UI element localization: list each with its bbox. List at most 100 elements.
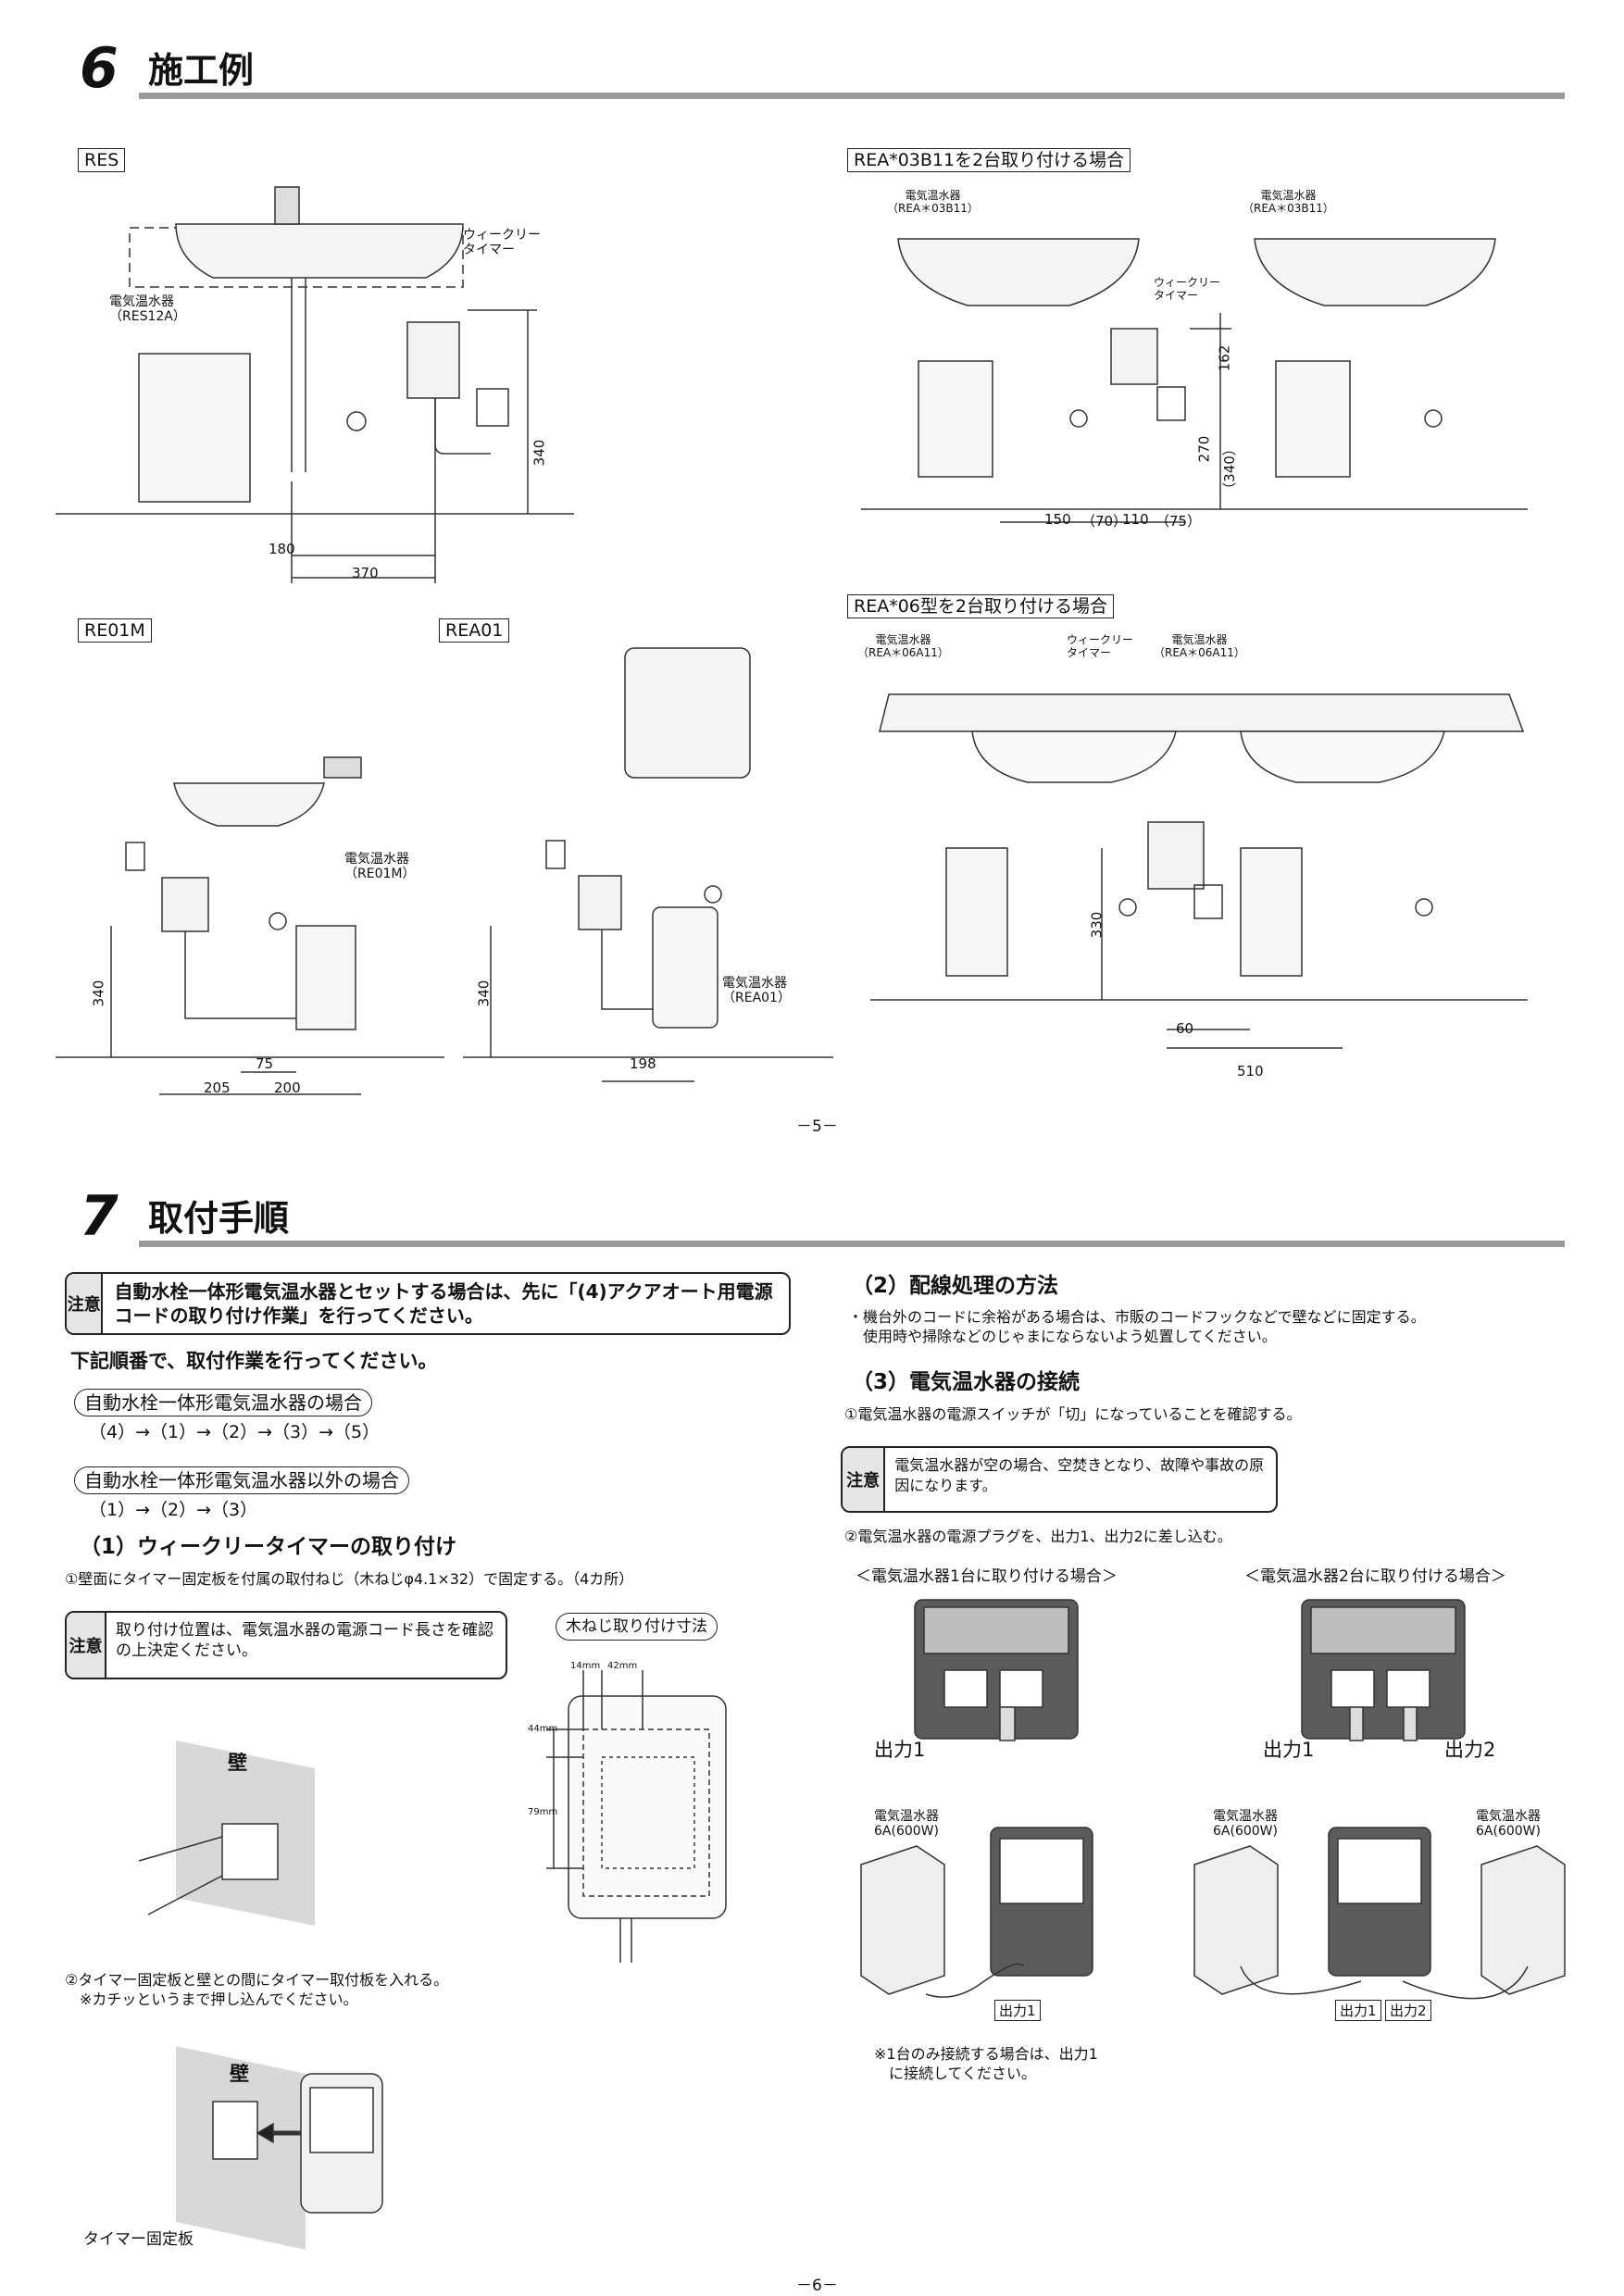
rea01-dim-340: 340 [475,980,493,1007]
re01m-heater-label: 電気温水器 （RE01M） [344,852,416,881]
rea06-outlet-left [1118,898,1137,917]
section-6-bar [139,93,1565,99]
rea06-dim-330: 330 [1088,911,1106,939]
rea03-heater-right [1275,360,1351,478]
caution-note-3-text: 電気温水器が空の場合、空焚きとなり、故障や事故の原因になります。 [894,1456,1265,1494]
page-number-6: －6－ [796,2277,838,2295]
res-timer [406,321,460,399]
rea01-timer [578,875,622,930]
res-outlet [346,411,367,431]
rea03-label: REA*03B11を2台取り付ける場合 [847,148,1131,172]
connection-two-illustration [1193,1827,1566,2000]
rea03-dim-162: 162 [1216,344,1233,372]
screw-dim-14: 14mm [570,1661,601,1671]
case2-pill: 自動水栓一体形電気温水器以外の場合 [74,1466,409,1494]
caution-tag-2: 注意 [67,1613,107,1678]
step2-text: ・機台外のコードに余裕がある場合は、市販のコードフックなどで壁などに固定する。 … [848,1308,1426,1345]
wall-label-2: 壁 [230,2063,249,2085]
order-intro: 下記順番で、取付作業を行ってください。 [70,1350,438,1372]
res-faucet [274,186,300,225]
res-diagram [56,186,574,583]
rea03-basin-right [1254,238,1496,306]
caution-note-2-text: 取り付け位置は、電気温水器の電源コード長さを確認の上決定ください。 [116,1621,494,1660]
rea06-socket [1193,884,1223,919]
res-socket [476,388,509,427]
heater6a-label-2: 電気温水器 6A(600W) [1213,1809,1278,1839]
res-basin [175,223,464,279]
rea06-counter [879,693,1525,732]
screw-dim-title: 木ねじ取り付け寸法 [556,1613,718,1641]
timer-plate-label: タイマー固定板 [83,2230,194,2249]
re01m-socket [125,842,145,871]
rea01-outlet [704,885,722,904]
res-dim-180: 180 [269,541,295,557]
out2-label: 出力2 [1444,1739,1496,1761]
re01m-faucet [323,756,362,779]
rea03-dim-110: 110 [1122,511,1149,528]
re01m-timer [161,877,209,932]
rea01-cord [601,930,653,1010]
step2-title: （2）配線処理の方法 [852,1274,1059,1298]
out1-tag-2: 出力1 [1335,2000,1381,2021]
re01m-basin [173,782,325,827]
rea06-timer-label: ウィークリー タイマー [1067,633,1134,659]
out1-label: 出力1 [874,1739,926,1761]
one-unit-caption: ＜電気温水器1台に取り付ける場合＞ [856,1567,1118,1586]
out1b-label: 出力1 [1263,1739,1315,1761]
out2-tag: 出力2 [1385,2000,1431,2021]
two-unit-caption: ＜電気温水器2台に取り付ける場合＞ [1244,1567,1506,1586]
step3-title: （3）電気温水器の接続 [852,1370,1081,1394]
section-6-number: 6 [80,36,119,101]
rea06-diagram [870,693,1528,1049]
rea03-basin-left [897,238,1140,306]
rea03-dim-70: （70） [1081,513,1128,530]
caution-note-3: 注意 電気温水器が空の場合、空焚きとなり、故障や事故の原因になります。 [841,1446,1278,1513]
rea03-heater-left [918,360,993,478]
re01m-dim-200: 200 [274,1079,301,1096]
res-dim-340: 340 [531,439,548,467]
out1-tag: 出力1 [994,2000,1041,2021]
rea03-dim-75: （75） [1156,513,1202,530]
res-label: RES [78,148,126,172]
rea06-basin-left [971,730,1177,783]
screw-dim-44: 44mm [528,1724,558,1734]
caution-tag: 注意 [67,1274,104,1333]
heater6a-label-3: 電気温水器 6A(600W) [1476,1809,1541,1839]
rea01-socket [545,840,566,869]
re01m-dim-75: 75 [256,1055,274,1072]
wall-label-1: 壁 [228,1752,247,1774]
rea03-timer [1110,328,1158,385]
rea06-label: REA*06型を2台取り付ける場合 [847,594,1114,618]
section-7-number: 7 [80,1184,119,1249]
rea06-timer [1147,821,1205,890]
rea03-dim-340: （340） [1220,442,1238,496]
timer-front-two [1301,1599,1466,1741]
rea06-basin-right [1240,730,1445,783]
section-7-bar [139,1241,1565,1247]
rea06-heater-right-label: 電気温水器 （REA＊06A11） [1154,633,1245,659]
step3-text2: ②電気温水器の電源プラグを、出力1、出力2に差し込む。 [844,1528,1232,1545]
case1-steps: （4）→（1）→（2）→（3）→（5） [89,1422,381,1442]
connection-one-illustration [860,1827,1093,1998]
caution-tag-3: 注意 [843,1448,886,1511]
rea06-heater-left-label: 電気温水器 （REA＊06A11） [857,633,949,659]
rea03-dim-270: 270 [1195,435,1213,463]
res-timer-label: ウィークリー タイマー [463,228,541,257]
heater6a-label-1: 電気温水器 6A(600W) [874,1809,939,1839]
rea01-heater [652,906,718,1029]
re01m-heater [295,925,356,1030]
case2-steps: （1）→（2）→（3） [89,1500,258,1520]
case1-pill: 自動水栓一体形電気温水器の場合 [74,1389,372,1416]
rea01-dim-198: 198 [630,1055,656,1072]
res-heater-label: 電気温水器 （RES12A） [109,294,186,324]
re01m-cord [184,931,296,1019]
step1-text: ①壁面にタイマー固定板を付属の取付ねじ（木ねじφ4.1×32）で固定する。（4カ… [65,1570,634,1588]
res-dim-370: 370 [352,565,379,581]
caution-note-1-text: 自動水栓一体形電気温水器とセットする場合は、先に「(4)アクアオート用電源コード… [114,1280,773,1327]
page-number-5: －5－ [796,1117,838,1136]
screw-dim-diagram [546,1670,727,1963]
re01m-label: RE01M [78,618,152,643]
rea06-outlet-right [1415,898,1433,917]
rea03-timer-label: ウィークリー タイマー [1154,276,1221,302]
re01m-outlet [269,912,287,930]
